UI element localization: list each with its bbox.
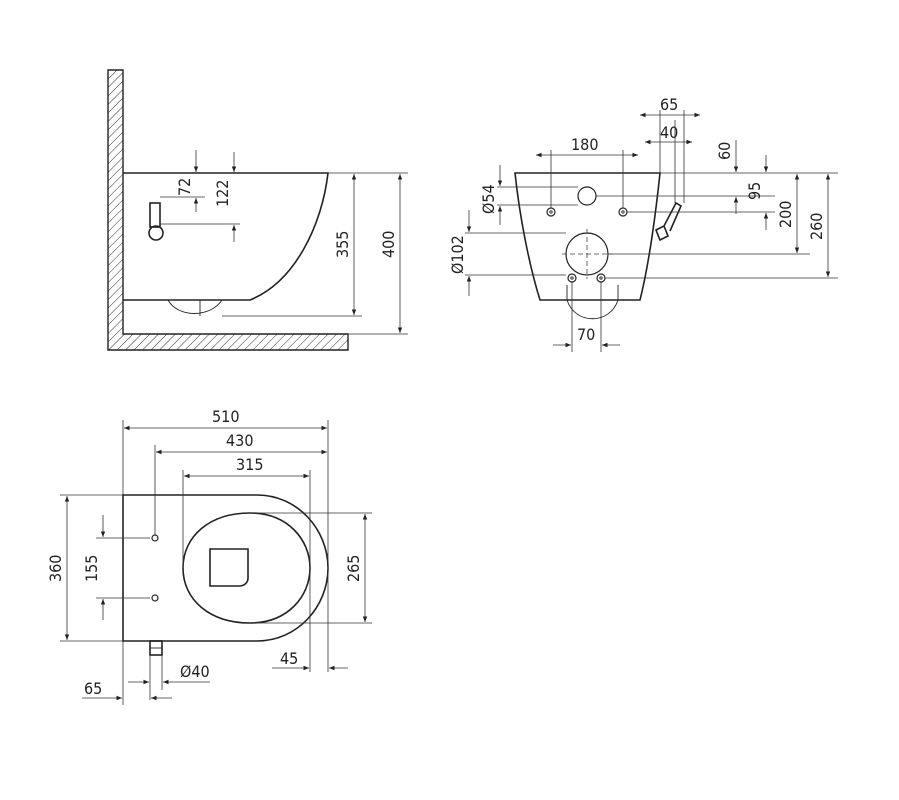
dim-65-rear: 65 (660, 95, 678, 114)
dim-65-top: 65 (84, 679, 102, 698)
inlet-connector (148, 225, 164, 241)
dim-40: 40 (660, 123, 678, 142)
dim-180: 180 (571, 135, 598, 154)
wall-floor-hatch (107, 69, 349, 351)
dim-95: 95 (745, 182, 764, 200)
rear-fix-hole-left (546, 207, 556, 217)
dim-dia102: Ø102 (448, 235, 467, 274)
dim-122: 122 (213, 180, 232, 207)
rear-view: 180 65 40 60 95 200 260 Ø54 (448, 95, 838, 352)
rear-low-hole-left (567, 273, 577, 283)
rear-fix-hole-right (618, 207, 628, 217)
dim-260: 260 (807, 213, 826, 240)
flush-opening (209, 548, 249, 587)
bowl-rear-outline (514, 172, 661, 301)
dim-315: 315 (236, 455, 263, 474)
rear-top-hole (577, 186, 597, 206)
dim-dia40: Ø40 (180, 662, 210, 681)
rear-inlet-fitting (654, 201, 683, 242)
bowl-side-outline (123, 172, 329, 301)
dim-400: 400 (379, 231, 398, 258)
dim-155: 155 (82, 555, 101, 582)
dim-510: 510 (212, 407, 239, 426)
dim-200: 200 (776, 201, 795, 228)
dim-45: 45 (280, 649, 298, 668)
dim-70: 70 (577, 325, 595, 344)
dim-355: 355 (333, 231, 352, 258)
trap-outline (167, 299, 223, 314)
seat-opening-outline (182, 512, 311, 624)
side-view: 72 122 355 400 (107, 69, 408, 351)
inlet-pipe (149, 202, 161, 228)
dim-430: 430 (226, 431, 253, 450)
dim-360: 360 (46, 555, 65, 582)
top-fix-hole-lower (151, 594, 159, 602)
top-fix-hole-upper (151, 534, 159, 542)
dim-60: 60 (715, 142, 734, 160)
dim-dia54: Ø54 (479, 184, 498, 214)
rear-low-hole-right (596, 273, 606, 283)
dim-72: 72 (175, 178, 194, 196)
top-view: 510 430 315 45 265 360 155 (46, 407, 372, 705)
dim-265: 265 (344, 555, 363, 582)
